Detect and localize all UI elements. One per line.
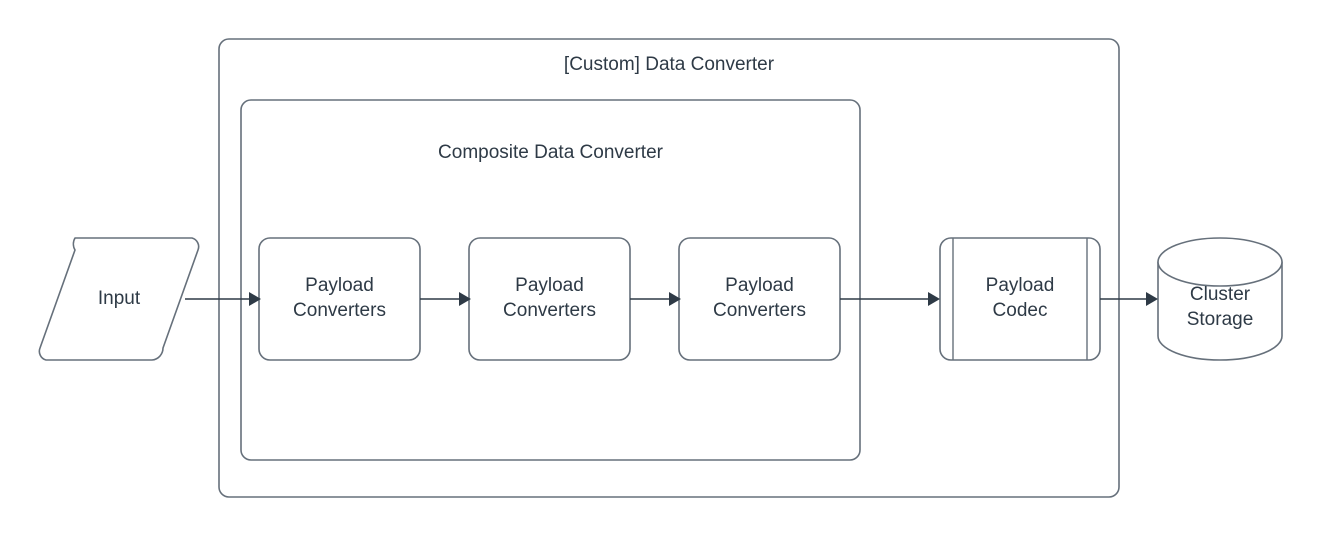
node-cluster-storage-body[interactable]	[1157, 261, 1283, 361]
connector-codec-to-cluster-storage	[1100, 292, 1158, 306]
connector-input-to-converter-1	[185, 292, 261, 306]
node-payload-converters-2-shape[interactable]	[468, 237, 631, 361]
node-payload-codec-shape[interactable]	[939, 237, 1101, 361]
node-payload-converters-3-shape[interactable]	[678, 237, 841, 361]
connector-converter-3-to-codec	[840, 292, 940, 306]
node-input-shape[interactable]	[38, 237, 200, 361]
connector-converter-1-to-converter-2	[420, 292, 471, 306]
node-payload-converters-1-shape[interactable]	[258, 237, 421, 361]
node-cluster-storage-top	[1157, 237, 1283, 287]
connector-converter-2-to-converter-3	[630, 292, 681, 306]
